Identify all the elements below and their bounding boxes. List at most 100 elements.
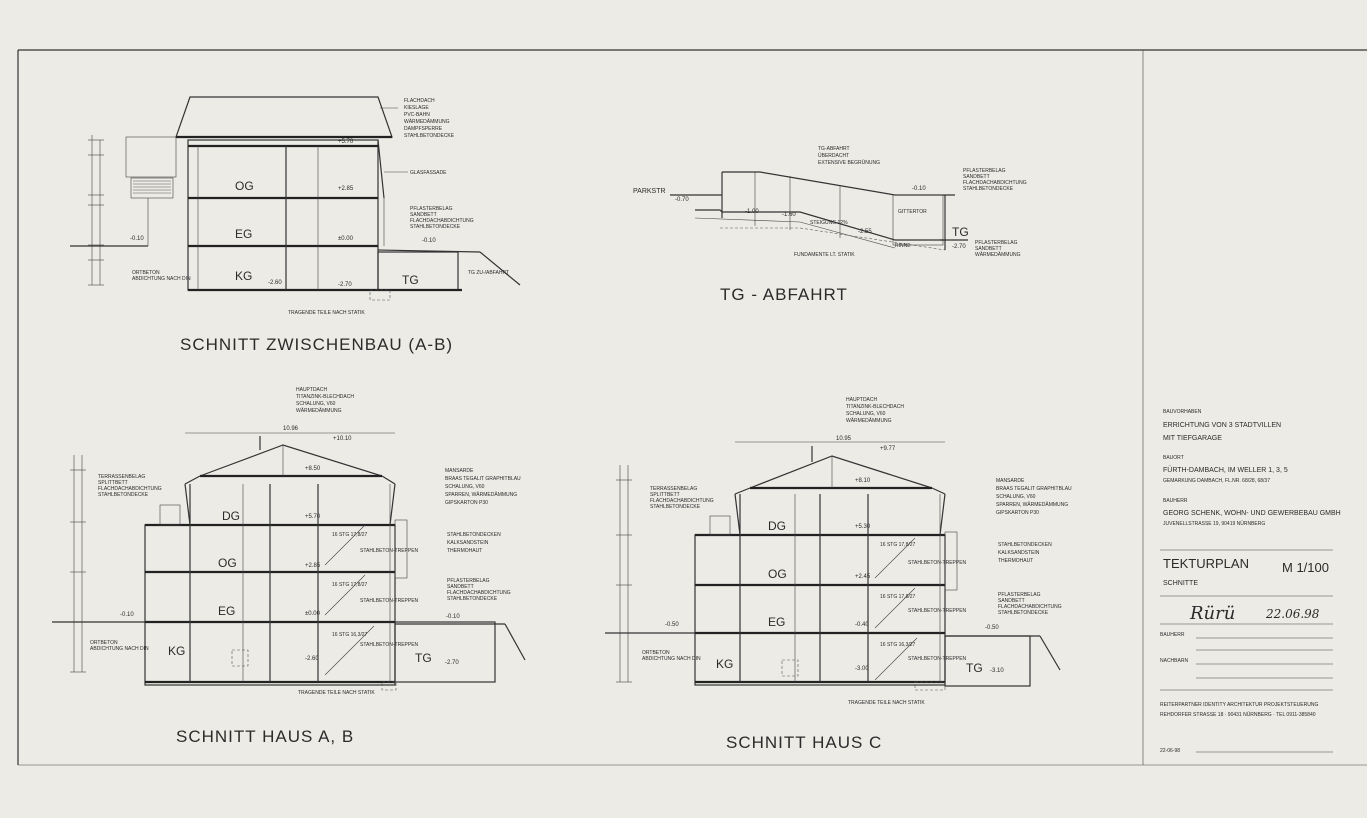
section-zwischenbau: OG EG KG TG +5.70 +2.85 ±0.00 -0.10 -0.1…	[70, 96, 521, 354]
haus-ab-level-kg: -2.60	[305, 656, 319, 662]
tb-gemarkung: GEMARKUNG DAMBACH, FL.NR. 68/28, 68/37	[1163, 478, 1270, 484]
tb-office: REITERPARTNER IDENTITY ARCHITEKTUR PROJE…	[1160, 702, 1318, 708]
tb-plan: TEKTURPLAN	[1163, 556, 1249, 571]
tb-bauvorhaben-1: ERRICHTUNG VON 3 STADTVILLEN	[1163, 422, 1281, 429]
haus-c-og-label: OG	[768, 567, 787, 581]
haus-ab-level-dgtop: +8.50	[305, 466, 321, 472]
tg-slope-a: -1.00	[745, 209, 759, 215]
haus-ab-eg-label: EG	[218, 604, 235, 618]
zwischenbau-level-top: +5.70	[338, 139, 354, 145]
zwischenbau-roof-note: FLACHDACH KIESLAGE PVC-BAHN WÄRMEDÄMMUNG…	[404, 98, 455, 139]
haus-ab-stair-2: STAHLBETON-TREPPEN	[360, 598, 419, 604]
haus-ab-stg-3: 16 STG 16,3/27	[332, 632, 368, 638]
tg-right-note: PFLASTERBELAG SANDBETT FLACHDACHABDICHTU…	[963, 168, 1028, 192]
haus-c-stg-1: 16 STG 17,8/27	[880, 542, 916, 548]
zwischenbau-glass-note: GLASFASSADE	[410, 170, 447, 176]
haus-c-level-eg: -0.40	[855, 622, 869, 628]
haus-ab-kg-label: KG	[168, 644, 185, 658]
haus-c-level-ground-right: -0.50	[985, 625, 999, 631]
haus-c-stg-3: 16 STG 16,3/27	[880, 642, 916, 648]
haus-c-level-og: +2.45	[855, 574, 871, 580]
zwischenbau-kg-label: KG	[235, 269, 252, 283]
haus-c-ortbeton-note: ORTBETON ABDICHTUNG NACH DIN	[642, 650, 701, 662]
tg-slope-c: -2.55	[858, 229, 872, 235]
haus-c-floor-note: PFLASTERBELAG SANDBETT FLACHDACHABDICHTU…	[998, 592, 1063, 616]
tb-signature: Rürü	[1189, 603, 1235, 624]
haus-c-tragende: TRAGENDE TEILE NACH STATIK	[848, 700, 925, 706]
haus-c-title: SCHNITT HAUS C	[726, 733, 882, 752]
tg-fundament: FUNDAMENTE LT. STATIK	[794, 252, 855, 258]
haus-c-stair-3: STAHLBETON-TREPPEN	[908, 656, 967, 662]
haus-c-level-dgtop: +8.10	[855, 478, 871, 484]
haus-c-stg-2: 16 STG 17,8/27	[880, 594, 916, 600]
tb-footer-date: 22-06-98	[1160, 748, 1180, 754]
tb-date: 22.06.98	[1265, 607, 1320, 621]
tg-top-note: TG-ABFAHRT ÜBERDACHT EXTENSIVE BEGRÜNUNG	[818, 146, 880, 166]
tg-level-tg: -2.70	[952, 244, 966, 250]
haus-c-wall-note: STAHLBETONDECKEN KALKSANDSTEIN THERMOHAU…	[998, 542, 1053, 564]
zwischenbau-tragende-note: TRAGENDE TEILE NACH STATIK	[288, 310, 365, 316]
haus-c-level-ground-left: -0.50	[665, 622, 679, 628]
zwischenbau-level-eg: ±0.00	[338, 236, 354, 242]
tb-office-addr: REHDORFER STRASSE 18 · 90431 NÜRNBERG · …	[1160, 711, 1316, 718]
haus-ab-level-ground-left: -0.10	[120, 612, 134, 618]
tg-rinne: RINNE	[895, 243, 911, 249]
section-haus-ab: DG OG EG KG TG 10.96 +10.10 +8.50 +5.70 …	[52, 387, 526, 746]
zwischenbau-eg-label: EG	[235, 227, 252, 241]
haus-c-roof-note: HAUPTDACH TITANZINK-BLECHDACH SCHALUNG, …	[846, 397, 905, 424]
haus-c-stair-2: STAHLBETON-TREPPEN	[908, 608, 967, 614]
tb-bauvorhaben-label: BAUVORHABEN	[1163, 409, 1202, 415]
tg-gittertor: GITTERTOR	[898, 209, 927, 215]
haus-c-level-kg: -3.00	[855, 666, 869, 672]
tb-bauherr: GEORG SCHENK, WOHN- UND GEWERBEBAU GMBH	[1163, 510, 1341, 517]
zwischenbau-level-kg: -2.60	[268, 280, 282, 286]
tb-scale: M 1/100	[1282, 560, 1329, 575]
haus-c-level-ridge: +9.77	[880, 446, 896, 452]
zwischenbau-tg-label: TG	[402, 273, 419, 287]
haus-ab-level-eg: ±0.00	[305, 611, 321, 617]
zwischenbau-level-og: +2.85	[338, 186, 354, 192]
tg-parkstr-label: PARKSTR	[633, 188, 666, 195]
haus-ab-level-dg: +5.70	[305, 514, 321, 520]
haus-c-eg-label: EG	[768, 615, 785, 629]
haus-c-stair-1: STAHLBETON-TREPPEN	[908, 560, 967, 566]
tb-bauvorhaben-2: MIT TIEFGARAGE	[1163, 435, 1222, 442]
haus-ab-title: SCHNITT HAUS A, B	[176, 727, 354, 746]
tg-parkstr-level: -0.70	[675, 197, 689, 203]
haus-ab-level-og: +2.85	[305, 563, 321, 569]
haus-ab-tragende: TRAGENDE TEILE NACH STATIK	[298, 690, 375, 696]
haus-c-dg-label: DG	[768, 519, 786, 533]
zwischenbau-level-ground-left: -0.10	[130, 236, 144, 242]
tb-bauort-label: BAUORT	[1163, 455, 1184, 461]
haus-ab-ortbeton-note: ORTBETON ABDICHTUNG NACH DIN	[90, 640, 149, 652]
haus-ab-width: 10.96	[283, 426, 299, 432]
haus-ab-stg-2: 16 STG 17,8/27	[332, 582, 368, 588]
haus-c-terrace-note: TERRASSENBELAG SPLITTBETT FLACHDACHABDIC…	[650, 486, 715, 510]
tg-tg-label: TG	[952, 225, 969, 239]
zwischenbau-floor-note: PFLASTERBELAG SANDBETT FLACHDACHABDICHTU…	[410, 206, 475, 230]
title-block: BAUVORHABEN ERRICHTUNG VON 3 STADTVILLEN…	[1160, 409, 1341, 754]
haus-ab-level-ridge: +10.10	[333, 436, 352, 442]
haus-c-mansard-note: MANSARDE BRAAS TEGALIT GRAPHITBLAU SCHAL…	[996, 478, 1073, 516]
tg-gefaelle: STEIGUNG 12%	[810, 220, 848, 226]
zwischenbau-level-tg: -2.70	[338, 282, 352, 288]
haus-ab-roof-note: HAUPTDACH TITANZINK-BLECHDACH SCHALUNG, …	[296, 387, 355, 414]
tb-bauort: FÜRTH-DAMBACH, IM WELLER 1, 3, 5	[1163, 466, 1288, 474]
haus-ab-mansard-note: MANSARDE BRAAS TEGALIT GRAPHITBLAU SCHAL…	[445, 468, 522, 506]
tg-slope-b: -1.60	[782, 212, 796, 218]
zwischenbau-ortbeton-note: ORTBETON ABDICHTUNG NACH DIN	[132, 270, 191, 282]
haus-c-level-tg: -3.10	[990, 668, 1004, 674]
haus-ab-tg-label: TG	[415, 651, 432, 665]
haus-ab-floor-note: PFLASTERBELAG SANDBETT FLACHDACHABDICHTU…	[447, 578, 512, 602]
zwischenbau-title: SCHNITT ZWISCHENBAU (A-B)	[180, 335, 453, 354]
haus-ab-level-ground-right: -0.10	[446, 614, 460, 620]
zwischenbau-og-label: OG	[235, 179, 254, 193]
haus-ab-terrace-note: TERRASSENBELAG SPLITTBETT FLACHDACHABDIC…	[98, 474, 163, 498]
haus-ab-og-label: OG	[218, 556, 237, 570]
haus-ab-stair-1: STAHLBETON-TREPPEN	[360, 548, 419, 554]
haus-c-tg-label: TG	[966, 661, 983, 675]
tb-bauherr-sign-label: BAUHERR	[1160, 632, 1185, 638]
haus-ab-stair-3: STAHLBETON-TREPPEN	[360, 642, 419, 648]
tg-title: TG - ABFAHRT	[720, 285, 848, 304]
